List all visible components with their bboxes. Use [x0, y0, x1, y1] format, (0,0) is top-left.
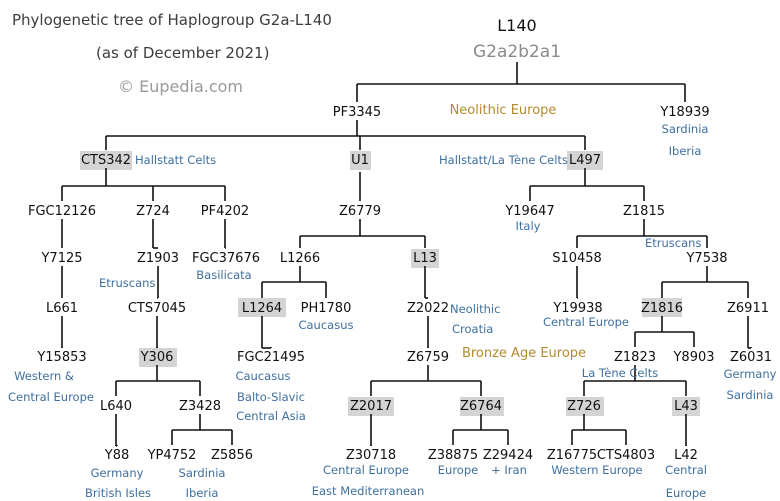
annotation-central: Central	[665, 463, 707, 477]
node-yp4752: YP4752	[147, 448, 197, 463]
node-cts342: CTS342	[81, 153, 131, 168]
node-z29424: Z29424	[483, 448, 533, 463]
annotation-iberia-2: Iberia	[186, 486, 219, 500]
annotation-east-mediterranean: East Mediterranean	[312, 484, 425, 498]
node-z726: Z726	[567, 399, 601, 414]
node-s10458: S10458	[552, 251, 602, 266]
annotation-europe-1: Europe	[438, 463, 478, 477]
node-highlight-z726	[566, 397, 604, 416]
annotation-hallstatt-celts: Hallstatt Celts	[135, 153, 216, 167]
eupedia-credit: © Eupedia.com	[118, 77, 243, 96]
node-fgc37676: FGC37676	[192, 251, 260, 266]
node-highlight-u1	[350, 151, 371, 170]
node-y8903: Y8903	[672, 350, 714, 365]
node-l43: L43	[674, 399, 698, 414]
node-z38875: Z38875	[428, 448, 478, 463]
node-y88: Y88	[104, 448, 129, 463]
node-y306: Y306	[140, 350, 174, 365]
annotation-plus-iran: + Iran	[491, 463, 527, 477]
node-cts7045: CTS7045	[128, 301, 186, 316]
node-highlight-l497	[567, 151, 603, 170]
annotation-europe-2: Europe	[666, 486, 706, 500]
node-l13: L13	[413, 251, 437, 266]
annotation-western-and: Western &	[14, 369, 74, 383]
annotation-central-europe-3: Central Europe	[323, 463, 409, 477]
node-highlight-l43	[672, 397, 700, 416]
node-l661: L661	[46, 301, 78, 316]
annotation-basilicata: Basilicata	[196, 268, 251, 282]
annotation-caucasus-1: Caucasus	[298, 318, 353, 332]
node-highlight-z1816	[642, 298, 682, 317]
root-haplogroup-label: G2a2b2a1	[473, 42, 561, 62]
root-node-label: L140	[497, 16, 536, 35]
node-y19647: Y19647	[504, 204, 554, 219]
node-highlight-z2017	[348, 397, 394, 416]
annotation-etruscans-1: Etruscans	[645, 236, 701, 250]
node-z2022: Z2022	[407, 301, 449, 316]
node-z2017: Z2017	[350, 399, 392, 414]
annotation-bronze-age-europe: Bronze Age Europe	[462, 346, 586, 361]
annotation-neolithic: Neolithic	[450, 302, 500, 316]
node-l42: L42	[674, 448, 698, 463]
annotation-sardinia-3: Sardinia	[179, 466, 226, 480]
annotation-etruscans-2: Etruscans	[99, 276, 155, 290]
node-z1823: Z1823	[614, 350, 656, 365]
annotation-sardinia-1: Sardinia	[662, 122, 709, 136]
annotation-western-europe: Western Europe	[551, 463, 642, 477]
annotation-la-tene-celts: La Tène Celts	[582, 366, 658, 380]
node-z1816: Z1816	[641, 301, 683, 316]
node-y15853: Y15853	[36, 350, 86, 365]
node-highlight-z6764	[460, 397, 504, 416]
annotation-hallstatt-la-tene: Hallstatt/La Tène Celts	[439, 153, 568, 167]
node-z1815: Z1815	[623, 204, 665, 219]
node-z6759: Z6759	[407, 350, 449, 365]
node-y7538: Y7538	[685, 251, 727, 266]
node-z6911: Z6911	[727, 301, 769, 316]
node-fgc21495: FGC21495	[237, 350, 305, 365]
node-highlight-l1264	[238, 298, 286, 317]
annotation-germany-1: Germany	[724, 367, 777, 381]
annotation-neolithic-europe: Neolithic Europe	[450, 103, 557, 118]
annotation-caucasus-2: Caucasus	[235, 369, 290, 383]
annotation-central-asia: Central Asia	[236, 409, 306, 423]
node-z724: Z724	[136, 204, 170, 219]
node-z6764: Z6764	[460, 399, 502, 414]
node-l497: L497	[569, 153, 601, 168]
diagram-date: (as of December 2021)	[96, 44, 270, 62]
node-l1264: L1264	[242, 301, 282, 316]
annotation-germany-2: Germany	[91, 466, 144, 480]
annotation-sardinia-2: Sardinia	[727, 388, 774, 402]
diagram-title: Phylogenetic tree of Haplogroup G2a-L140	[12, 11, 332, 29]
node-z30718: Z30718	[346, 448, 396, 463]
node-highlight-y306	[139, 348, 177, 367]
node-highlight-l13	[411, 249, 439, 268]
annotation-central-europe-1: Central Europe	[543, 315, 629, 329]
node-fgc12126: FGC12126	[28, 204, 96, 219]
node-ph1780: PH1780	[301, 301, 352, 316]
node-l640: L640	[100, 399, 132, 414]
node-z1903: Z1903	[137, 251, 179, 266]
node-y7125: Y7125	[40, 251, 82, 266]
annotation-italy: Italy	[516, 219, 541, 233]
node-u1: U1	[351, 153, 369, 168]
node-z6779: Z6779	[339, 204, 381, 219]
node-highlight-cts342	[80, 151, 132, 170]
node-pf4202: PF4202	[201, 204, 249, 219]
node-l1266: L1266	[280, 251, 320, 266]
node-z3428: Z3428	[179, 399, 221, 414]
node-y18939: Y18939	[659, 105, 709, 120]
annotation-iberia-1: Iberia	[669, 144, 702, 158]
node-z5856: Z5856	[211, 448, 253, 463]
node-z16775: Z16775	[547, 448, 597, 463]
annotation-balto-slavic: Balto-Slavic	[237, 390, 305, 404]
node-pf3345: PF3345	[333, 105, 381, 120]
annotation-croatia: Croatia	[452, 322, 493, 336]
node-z6031: Z6031	[730, 350, 772, 365]
annotation-central-europe-2: Central Europe	[8, 390, 94, 404]
node-cts4803: CTS4803	[597, 448, 655, 463]
annotation-british-isles: British Isles	[85, 486, 151, 500]
node-y19938: Y19938	[552, 301, 602, 316]
